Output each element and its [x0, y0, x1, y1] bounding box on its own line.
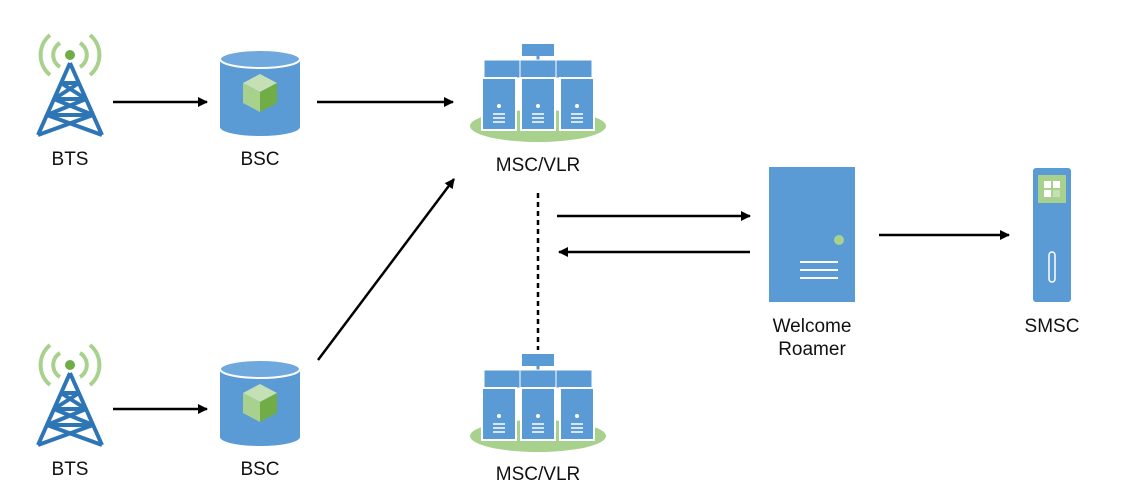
- node-label-msc-top: MSC/VLR: [495, 155, 581, 176]
- node-label-bts-top: BTS: [51, 149, 89, 170]
- edge-bsc-bottom-to-msc-top: [317, 178, 455, 361]
- node-label-bsc-top: BSC: [240, 149, 280, 170]
- server-tower-icon: [769, 167, 855, 302]
- node-label-msc-bottom: MSC/VLR: [495, 464, 581, 485]
- edges: [113, 97, 1010, 414]
- node-label-smsc: SMSC: [1024, 316, 1080, 337]
- server-cluster-icon: [468, 352, 608, 454]
- server-cluster-icon: [468, 42, 608, 144]
- database-cylinder-icon: [219, 359, 301, 447]
- welcome-roamer-line1: Welcome: [772, 316, 852, 337]
- database-cylinder-icon: [219, 49, 301, 137]
- antenna-tower-icon: [36, 33, 104, 137]
- node-label-bsc-bottom: BSC: [240, 459, 280, 480]
- node-label-welcome-roamer: Welcome Roamer: [752, 315, 872, 361]
- welcome-roamer-line2: Roamer: [778, 339, 846, 360]
- antenna-tower-icon: [36, 343, 104, 447]
- server-rack-icon: [1033, 168, 1071, 302]
- node-label-bts-bottom: BTS: [51, 459, 89, 480]
